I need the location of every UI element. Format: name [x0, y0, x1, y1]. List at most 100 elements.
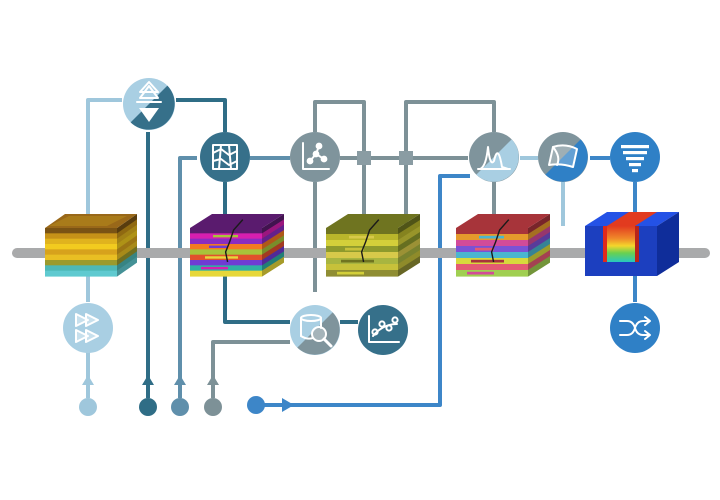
block-stripe: [349, 235, 374, 239]
node-half: [476, 139, 519, 182]
arrow-up-icon: [174, 375, 186, 385]
block-stripe: [209, 245, 228, 248]
fault-line: [224, 219, 244, 263]
block-side-layer: [117, 235, 137, 256]
input-dot: [171, 398, 189, 416]
block-layer: [326, 240, 398, 247]
block-side-layer: [117, 246, 137, 266]
node-curve-box: [538, 132, 588, 182]
block-side-layer: [528, 220, 550, 241]
block-side-layer: [528, 244, 550, 265]
block-layer: [326, 264, 398, 271]
input-terminals: [79, 375, 294, 416]
block-side-layer: [262, 256, 284, 277]
input-dot: [139, 398, 157, 416]
channel-left-wall: [603, 226, 607, 262]
block-side-layer: [398, 256, 420, 277]
mesh-icon: [212, 144, 238, 170]
block-stripe: [467, 271, 494, 275]
crossing-square-b: [399, 151, 413, 165]
block-side-layer: [117, 256, 137, 277]
block-side-layer: [398, 244, 420, 265]
geologic-block-4: [456, 214, 550, 277]
geologic-blocks: [45, 212, 679, 277]
block-side-layer: [117, 251, 137, 272]
node-network: [290, 132, 340, 182]
block-side-layer: [117, 240, 137, 261]
block-layer: [45, 233, 117, 240]
block-side-layer: [528, 256, 550, 277]
input-mid-blue: [171, 375, 189, 416]
scatter-plot-icon: [368, 315, 400, 343]
block-side-layer: [398, 232, 420, 253]
input-dot: [79, 398, 97, 416]
block-side-layer: [262, 230, 284, 250]
block-top-face: [326, 214, 420, 228]
crossing-markers: [357, 151, 413, 165]
shuffle-icon: [619, 316, 651, 340]
block-side-layer: [528, 238, 550, 259]
magnifier-icon: [300, 314, 333, 348]
block-layer: [45, 254, 117, 261]
input-light: [79, 375, 97, 416]
geologic-block-3: [326, 214, 420, 277]
block-side-layer: [528, 226, 550, 247]
block-layer: [456, 228, 528, 235]
node-mesh: [200, 132, 250, 182]
block-side-layer: [117, 224, 137, 245]
arrow-up-icon: [142, 375, 154, 385]
block-layer: [456, 264, 528, 271]
block-stripe: [201, 266, 228, 270]
network-icon: [302, 142, 330, 170]
input-dot: [204, 398, 222, 416]
process-nodes: [63, 78, 660, 355]
crossing-square-a: [357, 151, 371, 165]
block-stripe: [341, 259, 374, 263]
block-side-layer: [117, 230, 137, 250]
block-side-layer: [262, 224, 284, 245]
block-side-layer: [262, 251, 284, 272]
block-side-layer: [398, 250, 420, 271]
node-disc: [200, 132, 250, 182]
arrow-up-icon: [82, 375, 94, 385]
block-layer: [190, 260, 262, 266]
block-layer: [45, 249, 117, 256]
block-stripe: [345, 247, 364, 251]
block-top-layer: [49, 216, 127, 226]
block-stripe: [471, 259, 504, 263]
block-top-face: [190, 214, 284, 228]
geologic-block-5: [585, 212, 679, 276]
block-layer: [45, 260, 117, 266]
block-side-layer: [262, 235, 284, 256]
block-side-layer: [262, 246, 284, 266]
fault-line: [360, 219, 380, 263]
input-bright-blue: [247, 396, 294, 414]
block-top-face: [456, 214, 550, 228]
block-side-layer: [117, 219, 137, 240]
node-up-down-arrows: [123, 78, 175, 130]
connector-mid-blue-input: [178, 156, 197, 385]
connector-block2-magnifier: [223, 276, 290, 324]
connector-gray-input: [211, 340, 290, 385]
block-side-layer: [262, 240, 284, 261]
block-side-layer: [528, 250, 550, 271]
block-layer: [45, 265, 117, 272]
block-layer: [190, 270, 262, 277]
block-layer: [190, 238, 262, 245]
block-side-layer: [398, 226, 420, 247]
block-layer: [45, 228, 117, 234]
block-stripe: [213, 234, 238, 238]
geologic-block-2: [190, 214, 284, 277]
node-half: [130, 85, 175, 130]
connector-bright-blue-input: [262, 174, 470, 407]
curve-box-icon: [548, 144, 578, 168]
node-funnel: [610, 132, 660, 182]
block-side-layer: [398, 214, 420, 235]
block-stripe: [479, 235, 504, 239]
block-side-layer: [262, 219, 284, 240]
block-stripe: [475, 247, 494, 251]
block-side-layer: [117, 214, 137, 234]
fast-forward-icon: [75, 313, 99, 343]
connector-dark-teal-top: [176, 98, 227, 132]
